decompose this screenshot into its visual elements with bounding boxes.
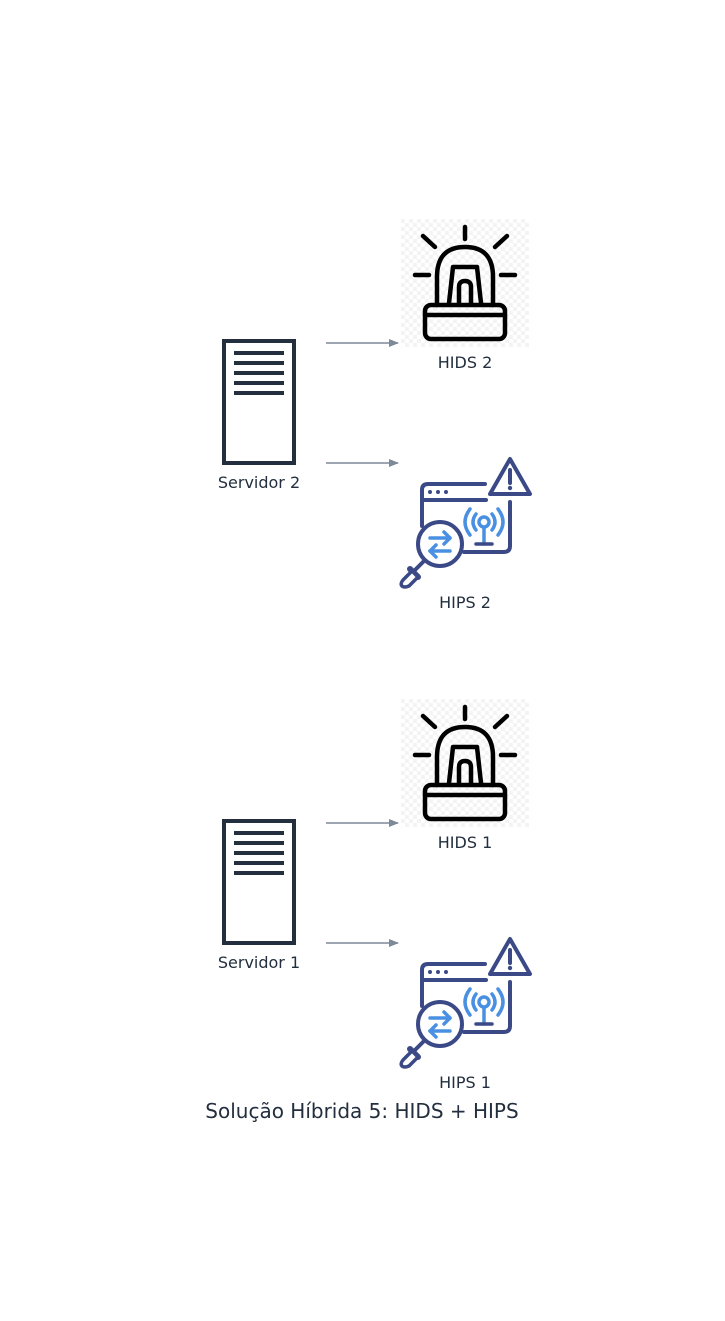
network-inspection-alert-icon [401, 939, 530, 1067]
network-inspection-alert-icon [401, 459, 530, 587]
hips-label: HIPS 2 [439, 593, 491, 612]
hids-label: HIDS 1 [438, 833, 493, 852]
server-icon [222, 339, 296, 465]
server-label: Servidor 1 [218, 953, 300, 972]
server-label: Servidor 2 [218, 473, 300, 492]
server-group-1: Servidor 1 HIDS 1 HIPS 1 [218, 699, 530, 1092]
alarm-siren-icon [401, 219, 529, 347]
server-group-2: Servidor 2 HIDS 2 HIPS 2 [218, 219, 530, 612]
alarm-siren-icon [401, 699, 529, 827]
server-icon [222, 819, 296, 945]
hips-label: HIPS 1 [439, 1073, 491, 1092]
diagram-caption: Solução Híbrida 5: HIDS + HIPS [205, 1099, 518, 1123]
hids-label: HIDS 2 [438, 353, 493, 372]
